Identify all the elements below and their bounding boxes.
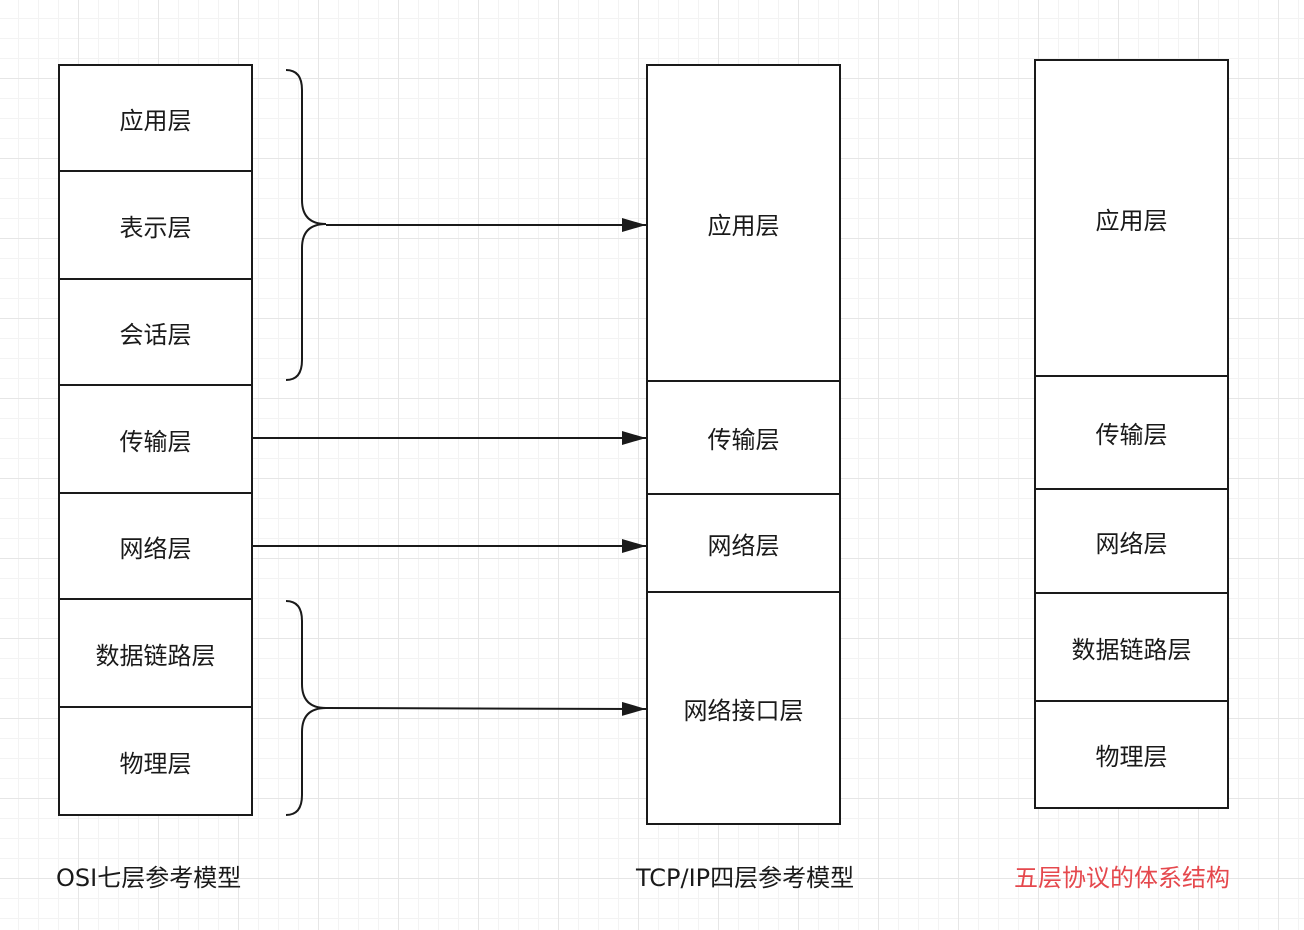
five-network-layer: 网络层 <box>1034 488 1229 594</box>
five-datalink-layer: 数据链路层 <box>1034 592 1229 702</box>
osi-network-layer: 网络层 <box>58 492 253 600</box>
osi-physical-layer: 物理层 <box>58 706 253 816</box>
tcpip-network-layer: 网络层 <box>646 493 841 593</box>
five-layer-caption: 五层协议的体系结构 <box>1014 864 1230 892</box>
arrow-lower-to-network-interface <box>325 701 647 716</box>
osi-session-layer: 会话层 <box>58 278 253 386</box>
tcpip-transport-layer: 传输层 <box>646 380 841 495</box>
osi-application-layer: 应用层 <box>58 64 253 172</box>
tcpip-application-layer: 应用层 <box>646 64 841 382</box>
lower-brace <box>285 600 327 816</box>
osi-caption: OSI七层参考模型 <box>56 864 242 892</box>
upper-brace <box>285 69 327 381</box>
osi-datalink-layer: 数据链路层 <box>58 598 253 708</box>
tcpip-caption: TCP/IP四层参考模型 <box>636 864 855 892</box>
five-physical-layer: 物理层 <box>1034 700 1229 809</box>
tcpip-network-interface-layer: 网络接口层 <box>646 591 841 825</box>
osi-transport-layer: 传输层 <box>58 384 253 494</box>
five-application-layer: 应用层 <box>1034 59 1229 377</box>
